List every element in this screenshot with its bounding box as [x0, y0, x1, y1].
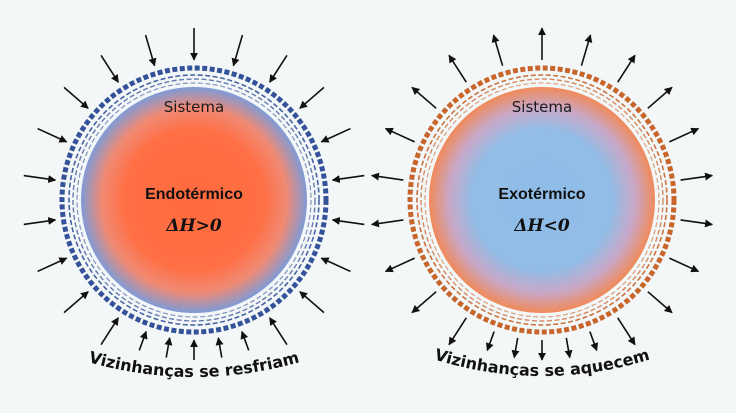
- endothermic-system-sphere: [81, 87, 307, 313]
- enthalpy-label: ΔH<0: [513, 216, 569, 236]
- outward-arrow: [669, 127, 700, 143]
- outward-arrow: [647, 86, 673, 109]
- outward-arrow: [485, 331, 495, 352]
- exothermic-system-sphere: [429, 87, 655, 313]
- system-label: Sistema: [512, 98, 572, 116]
- inward-arrow: [299, 291, 325, 314]
- inward-arrow: [331, 216, 365, 226]
- inward-arrow: [63, 86, 89, 109]
- outward-arrow: [680, 172, 714, 181]
- outward-arrow: [384, 127, 415, 143]
- inward-arrow: [37, 257, 68, 273]
- outward-arrow: [411, 86, 437, 109]
- inward-arrow: [331, 174, 365, 184]
- inward-arrow: [23, 216, 57, 226]
- process-label: Endotérmico: [145, 186, 243, 203]
- system-boundary-ring: [407, 65, 677, 335]
- inward-arrow: [269, 317, 288, 346]
- outward-arrow: [617, 317, 636, 346]
- outward-arrow: [669, 257, 700, 273]
- inward-arrow: [63, 291, 89, 314]
- inward-arrow: [299, 86, 325, 109]
- inward-arrow: [240, 330, 250, 351]
- inward-arrow: [138, 330, 148, 351]
- outward-arrow: [448, 54, 467, 83]
- process-label: Exotérmico: [498, 186, 585, 203]
- inward-arrow: [164, 337, 173, 358]
- outward-arrow: [564, 337, 573, 359]
- inner-dashed-ring: [416, 74, 668, 326]
- outward-arrow: [589, 331, 599, 352]
- endothermic-panel: Sistema Endotérmico ΔH>0 Vizinhanças se …: [23, 28, 365, 381]
- system-label: Sistema: [164, 98, 224, 116]
- inward-arrow: [100, 54, 119, 83]
- outward-arrow: [617, 54, 636, 83]
- outward-arrow: [580, 34, 593, 66]
- inward-arrow: [37, 127, 68, 143]
- outward-arrow: [511, 337, 520, 359]
- outward-arrow: [491, 34, 504, 66]
- inward-arrow: [231, 34, 244, 67]
- inward-arrow: [215, 337, 224, 358]
- inward-arrow: [320, 127, 351, 143]
- system-boundary-ring: [59, 65, 329, 335]
- outward-arrow: [384, 257, 415, 273]
- inward-arrows: [23, 28, 365, 360]
- outward-arrow: [370, 219, 404, 228]
- inward-arrow: [23, 174, 57, 184]
- outward-arrows: [370, 27, 714, 361]
- inward-arrow: [100, 317, 119, 346]
- outward-arrow: [647, 291, 673, 314]
- outward-arrow: [411, 291, 437, 314]
- inward-arrow: [269, 54, 288, 83]
- enthalpy-label: ΔH>0: [165, 216, 221, 236]
- inward-arrow: [144, 34, 157, 67]
- exothermic-panel: Sistema Exotérmico ΔH<0 Vizinhanças se a…: [370, 27, 714, 380]
- inner-dashed-ring: [68, 74, 320, 326]
- outward-arrow: [680, 219, 714, 228]
- inward-arrow: [320, 257, 351, 273]
- outward-arrow: [370, 172, 404, 181]
- outward-arrow: [448, 317, 467, 346]
